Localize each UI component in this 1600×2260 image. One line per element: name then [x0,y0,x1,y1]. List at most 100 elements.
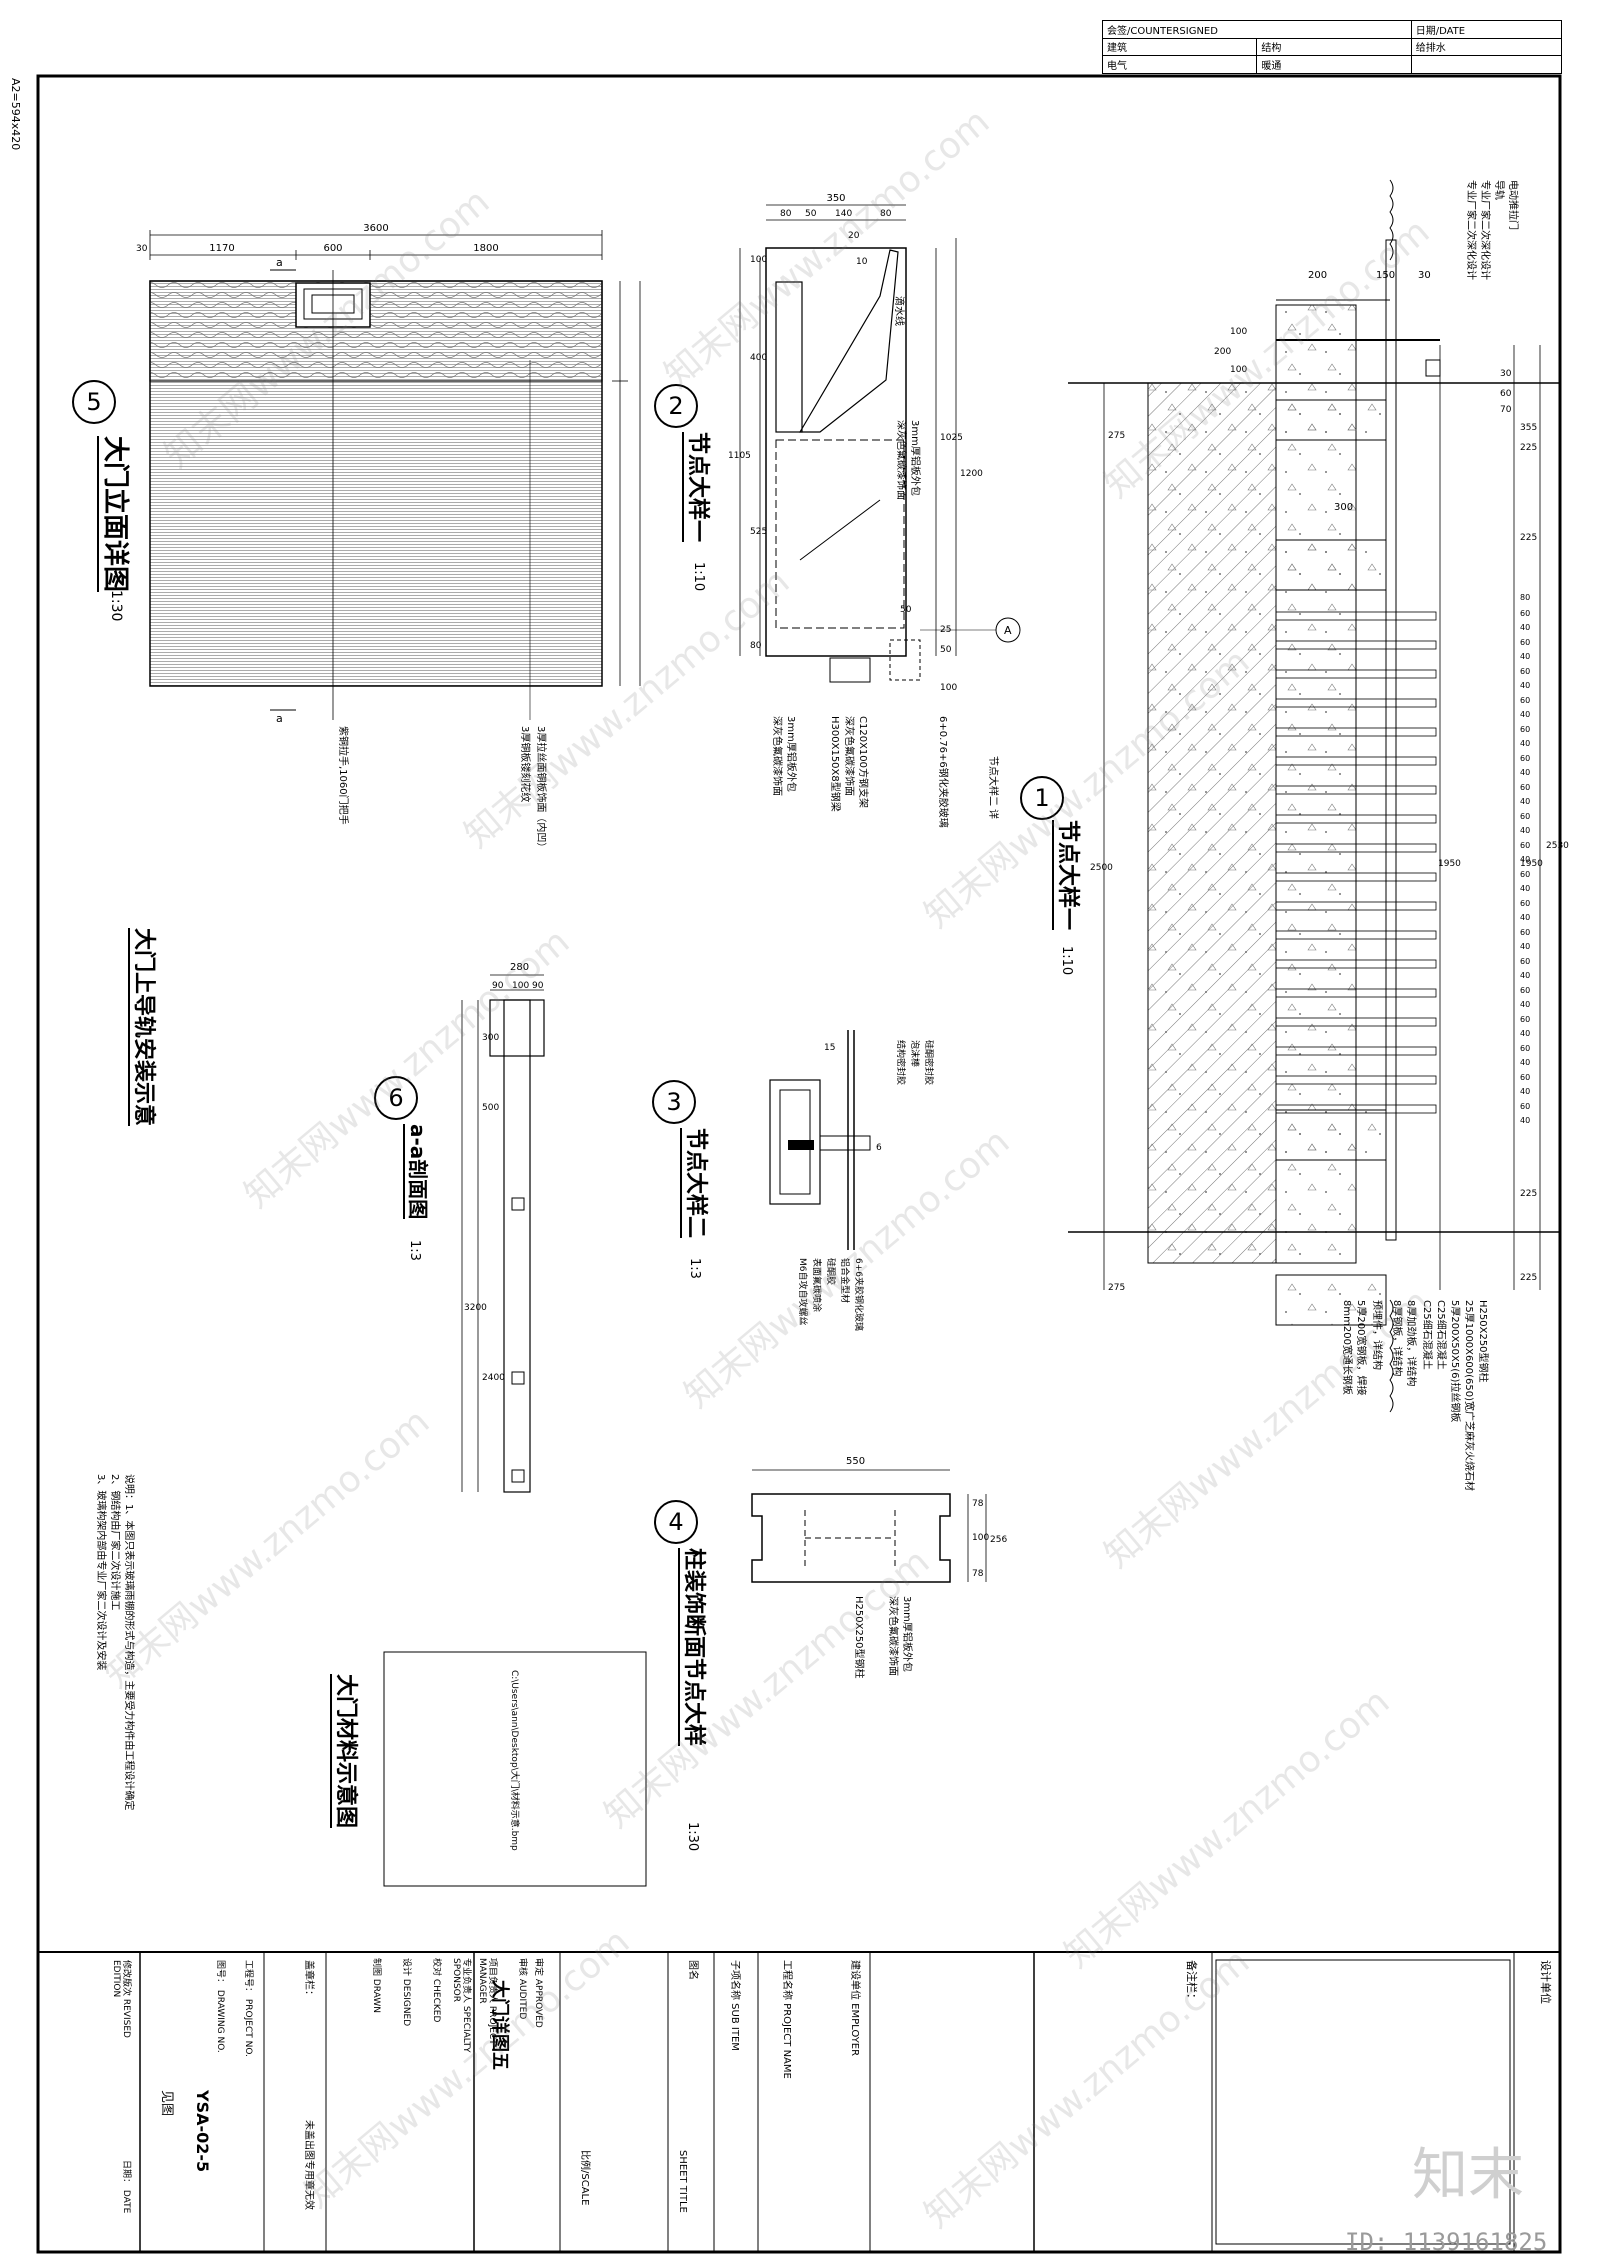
dim-1800: 1800 [473,243,498,254]
d1-strip-label-a-15: 60 [1520,1044,1530,1053]
d3-note-8: M6自攻自攻螺丝 [797,1258,807,1326]
d1-strip-label-a-10: 60 [1520,899,1530,908]
d1-strip-label-b-14: 40 [1520,1029,1530,1038]
tb-stamp: 盖章栏： [303,1960,314,2000]
d1-left-2500: 2500 [1090,863,1113,873]
d3-dim-15: 15 [824,1043,835,1053]
d1-strip-label-b-17: 40 [1520,1116,1530,1125]
detail-2-drawing: 350 80 50 140 80 20 10 50 A [739,193,1021,683]
d1-strip-5 [1275,756,1437,766]
d1-strip-label-a-3: 60 [1520,696,1530,705]
d6-dim-90b: 90 [532,981,544,991]
d1-note-1: 电动推拉门 [1507,180,1518,230]
d4-dim-550: 550 [846,1456,865,1467]
d1-r-2530: 2530 [1546,841,1569,851]
d2-v80: 80 [750,641,762,651]
d1-strip-17 [1275,1104,1437,1114]
detail-6-drawing: 280 90 100 90 300 500 2400 3200 [461,962,545,1493]
d1-strip-16 [1275,1075,1437,1085]
dim-1170: 1170 [209,243,234,254]
section-mark-top: a [276,256,283,269]
detail-4-title: 柱装饰断面节点大样 [678,1548,712,1747]
detail-2-bubble: 2 [654,384,698,428]
d1-r-225c: 225 [1520,1189,1537,1199]
d1-dim-200: 200 [1308,270,1327,281]
d1-strip-label-b-3: 40 [1520,710,1530,719]
d4-note-2: 深灰色氟碳漆饰面 [887,1596,898,1676]
d1-strip-10 [1275,901,1437,911]
d1-dim-100a: 100 [1230,327,1247,337]
detail-5-scale: 1:30 [108,590,124,622]
material-title: 大门材料示意图 [330,1674,364,1829]
d1-note-4: 专业厂家二次深化设计 [1465,180,1476,280]
d2-b100: 100 [940,683,957,693]
tb-drawing-no: YSA-02-5 [193,2090,212,2173]
d2-v100: 100 [750,255,767,265]
empty-cell [1410,55,1563,74]
d2-dim-80b: 80 [880,209,892,219]
d2-note-2: 3mm厚铝板外包 [909,420,920,496]
d1-note-5: 25厚1000X600(650)宽广芝麻灰火烧石材 [1463,1300,1474,1492]
d1-strip-label-a-14: 60 [1520,1015,1530,1024]
detail-1-bubble: 1 [1020,776,1064,820]
material-path: C:\Users\ann\Desktop\大门\材料示意.bmp [509,1670,519,1851]
tb-checked: 校对 CHECKED [431,1958,441,2023]
d1-dim-30: 30 [1418,270,1431,281]
d1-strip-label-a-0: 60 [1520,609,1530,618]
d3-note-4: 6+6夹胶钢化玻璃 [853,1258,863,1331]
d1-note-14: 8mm200宽通长钢板 [1341,1300,1352,1395]
d6-dim-280: 280 [510,962,529,973]
d1-note-11: 8厚钢板，详结构 [1391,1300,1402,1377]
d1-strip-label-a-2: 60 [1520,667,1530,676]
detail-6-title: a-a剖面图 [403,1124,434,1220]
d1-strip-label-b-7: 40 [1520,826,1530,835]
tb-revised: 修改版次 REVISED EDITION [111,1960,131,2038]
tb-drawing-title: 图名 [687,1960,698,1980]
general-note-3: 3、玻璃构架内部由专业厂家二次设计及安装 [95,1474,106,1671]
d1-left-275a: 275 [1108,431,1125,441]
detail-3-bubble: 3 [652,1080,696,1124]
d1-strip-label-a-1: 60 [1520,638,1530,647]
d1-note-9: C25细石混凝土 [1421,1300,1432,1370]
d1-r-60: 60 [1500,389,1512,399]
d6-dim-2400: 2400 [482,1373,505,1383]
tb-specialty: 专业负责人 SPECIALTY SPONSOR [451,1958,471,2053]
d2-note-3: 深灰色氟碳漆饰面 [895,420,906,500]
d1-strip-11 [1275,930,1437,940]
d1-strip-label-b-6: 40 [1520,797,1530,806]
gate-elevation: 3600 1170 600 1800 30 a a [136,223,641,725]
d1-r-225b: 225 [1520,533,1537,543]
d1-mid-1950: 1950 [1438,859,1461,869]
detail-1-strip-labels: 6040604060406040604060406040604060406040… [1520,593,1530,1125]
detail-2-scale: 1:10 [691,562,706,592]
detail-4-drawing: 550 256 78 100 78 [751,1456,1007,1583]
d1-left-275b: 275 [1108,1283,1125,1293]
d1-strip-4 [1275,727,1437,737]
d1-note-6: 5厚200X50X5(6)拉丝钢板 [1449,1300,1460,1423]
image-id-text: ID: 1139161825 [1345,2228,1548,2256]
tb-approved: 审定 APPROVED [533,1958,543,2028]
d2-note-6: H300X150X8型钢梁 [829,716,840,812]
d2-note-7: 3mm厚铝板外包 [785,716,796,792]
tb-audited: 审核 AUDITED [517,1958,527,2020]
d2-note-5: 深灰色氟碳漆饰面 [843,716,854,796]
d5-note-1: 紫铜拉手,1060门把手 [337,726,348,825]
rail-title: 大门上导轨安装示意 [128,928,162,1127]
detail-1-title: 节点大样一 [1052,820,1086,931]
d2-v1105: 1105 [728,451,751,461]
d1-strip-label-a-16: 60 [1520,1073,1530,1082]
d1-r-30: 30 [1500,369,1512,379]
d1-strip-0 [1275,611,1437,621]
d1-strip-label-b-10: 40 [1520,913,1530,922]
tb-stamp-note: 未盖出图专用章无效 [303,2120,314,2210]
tb-drawing-name: 大门详图五 [489,1980,510,2070]
d1-r-355: 355 [1520,423,1537,433]
tb-scale: 比例/SCALE [579,2150,590,2206]
d2-dim-140: 140 [835,209,852,219]
d6-dim-500: 500 [482,1103,499,1113]
d2-dim-50b: 50 [900,605,912,615]
d1-strip-label-b-5: 40 [1520,768,1530,777]
d1-strip-8 [1275,843,1437,853]
detail-6-scale: 1:3 [407,1240,422,1261]
tb-design-unit: 设计单位 [1539,1960,1552,2004]
